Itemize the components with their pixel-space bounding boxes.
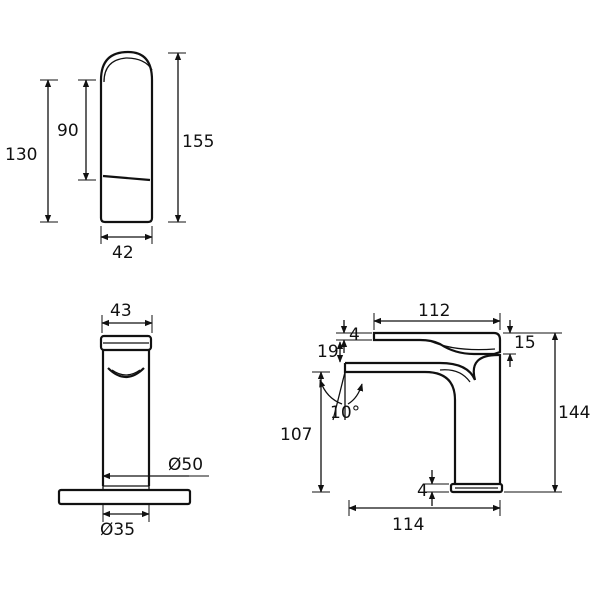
side-lever xyxy=(372,331,502,356)
dim-d50: Ø50 xyxy=(168,455,203,475)
lever-face xyxy=(102,174,151,182)
front-body xyxy=(101,350,151,486)
dim-107: 107 xyxy=(280,425,312,445)
dim-d35: Ø35 xyxy=(100,520,135,540)
dim-130: 130 xyxy=(5,145,37,165)
dim-42: 42 xyxy=(112,243,134,263)
front-view: 43 Ø50 Ø35 xyxy=(57,301,209,540)
lever-crown xyxy=(103,57,153,83)
side-base xyxy=(449,482,504,494)
dim-4-base: 4 xyxy=(417,481,428,501)
dim-15: 15 xyxy=(514,333,536,353)
dim-10deg: 10° xyxy=(330,403,360,423)
dim-90: 90 xyxy=(57,121,79,141)
dim-19: 19 xyxy=(317,342,339,362)
side-spout xyxy=(345,353,502,484)
top-view: 155 130 90 42 xyxy=(5,50,214,263)
dim-4-top: 4 xyxy=(349,325,360,345)
lever-outline xyxy=(99,50,154,224)
dim-114: 114 xyxy=(392,515,424,535)
dim-112: 112 xyxy=(418,301,450,321)
dim-43: 43 xyxy=(110,301,132,321)
dim-144: 144 xyxy=(558,403,590,423)
side-view: 112 15 4 19 10° 107 144 xyxy=(280,301,590,535)
front-lever-head xyxy=(99,334,153,352)
dim-155: 155 xyxy=(182,132,214,152)
front-base-plate xyxy=(57,488,192,506)
front-spout xyxy=(107,367,145,379)
